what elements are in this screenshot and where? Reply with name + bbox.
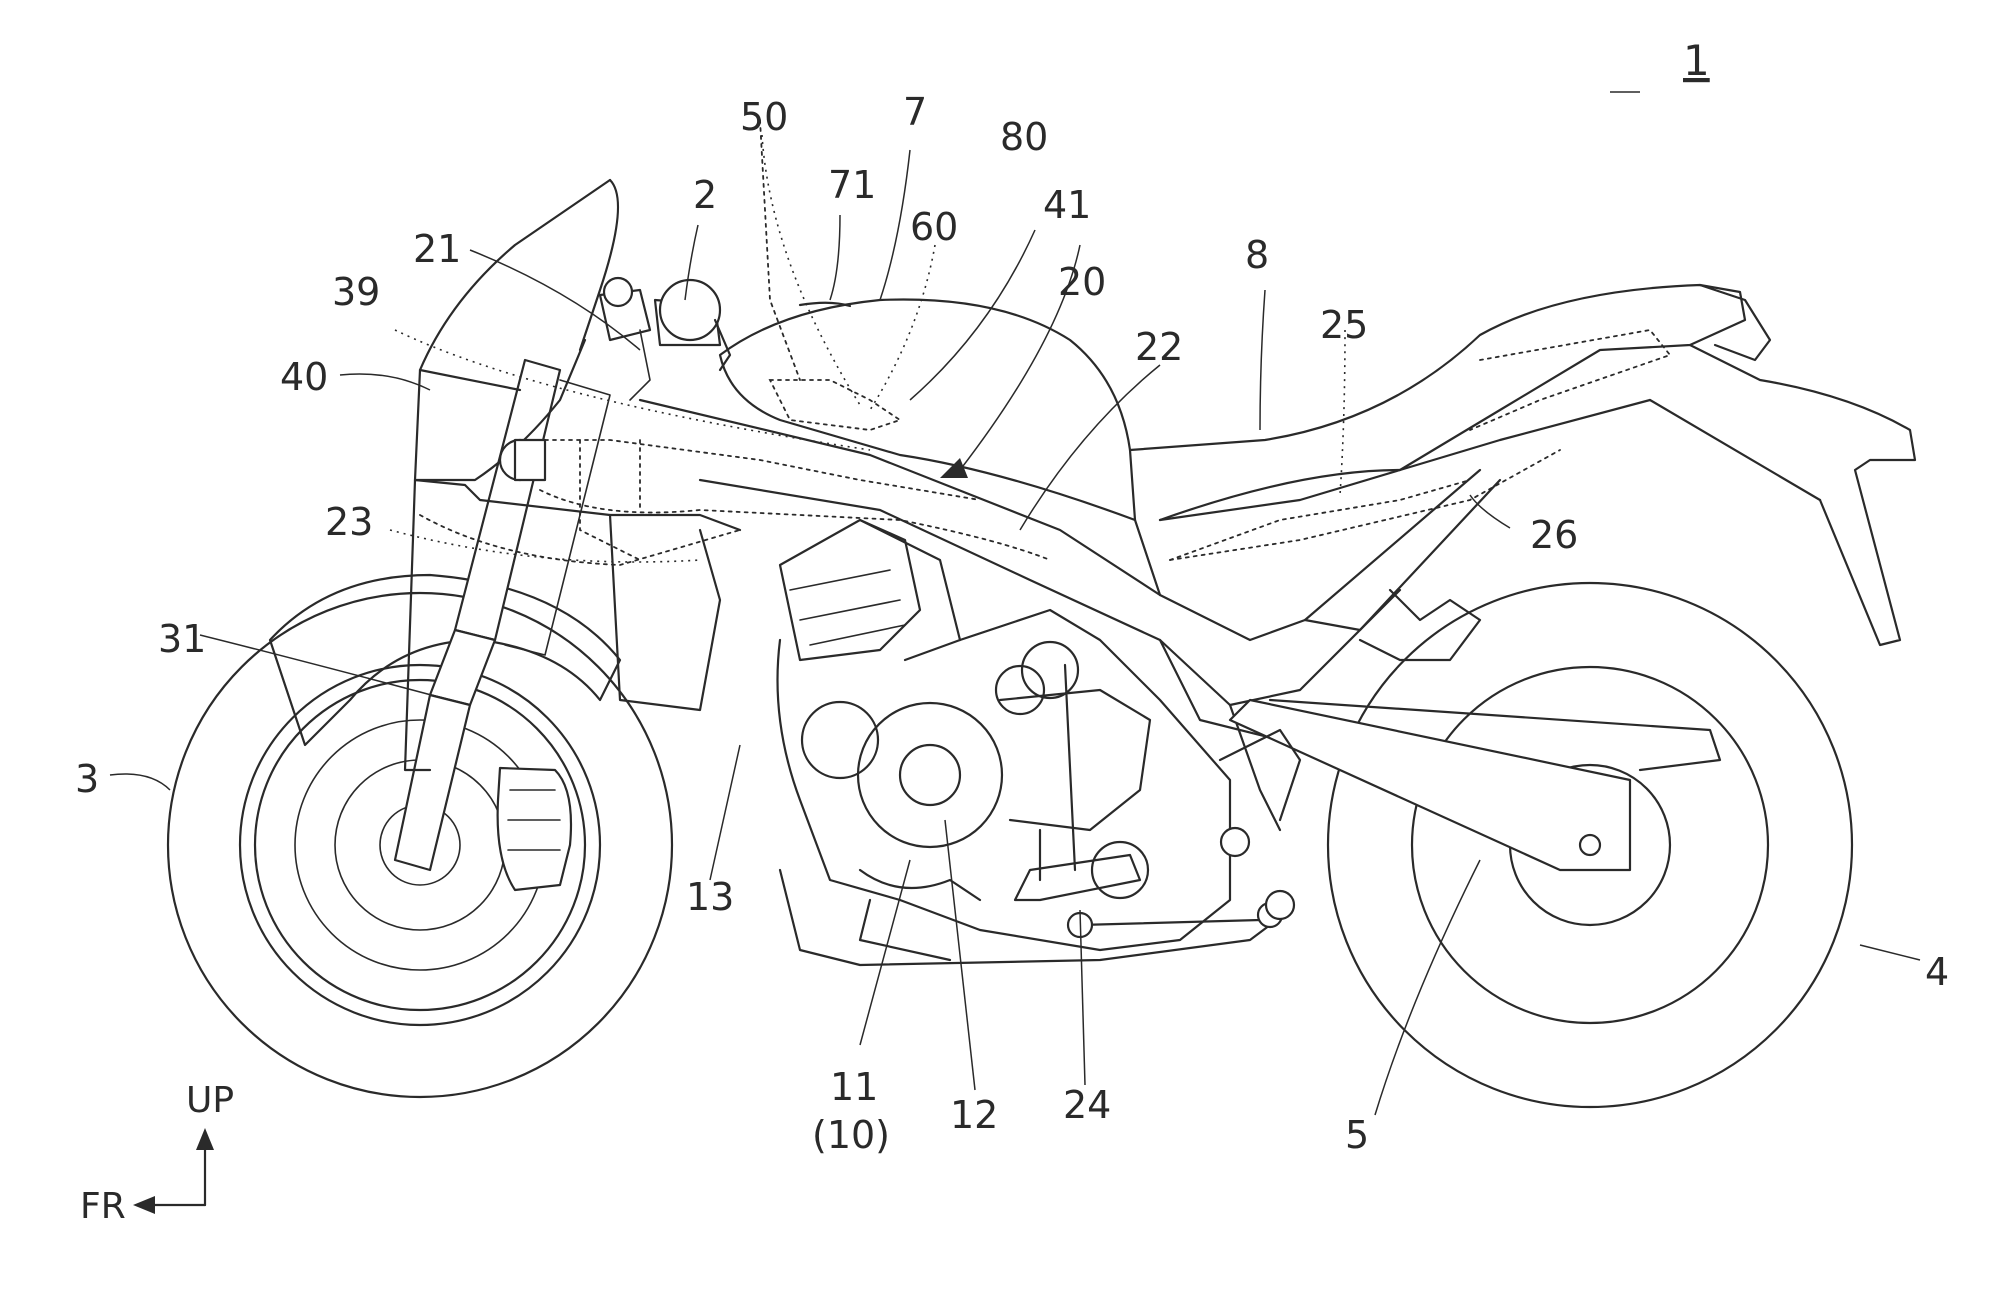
tail-section <box>1398 283 1917 647</box>
label-4: 4 <box>1925 950 1949 994</box>
label-5: 5 <box>1345 1113 1369 1157</box>
fuel-tank <box>718 298 1162 597</box>
front-label: FR <box>80 1186 126 1227</box>
reference-numerals: 1 50 7 80 71 60 41 20 2 21 39 40 8 25 22… <box>75 36 1949 1157</box>
label-8: 8 <box>1245 233 1269 277</box>
label-13: 13 <box>686 875 734 919</box>
label-60: 60 <box>910 205 958 249</box>
label-50: 50 <box>740 95 788 139</box>
up-label: UP <box>186 1080 234 1121</box>
label-20: 20 <box>1058 260 1106 304</box>
label-21: 21 <box>413 227 461 271</box>
label-10: (10) <box>812 1113 890 1157</box>
swingarm <box>1228 698 1722 872</box>
label-23: 23 <box>325 500 373 544</box>
main-frame <box>638 398 1502 832</box>
label-3: 3 <box>75 757 99 801</box>
engine <box>776 518 1232 962</box>
label-31: 31 <box>158 617 206 661</box>
label-41: 41 <box>1043 183 1091 227</box>
seat <box>1128 283 1747 522</box>
label-39: 39 <box>332 270 380 314</box>
hidden-components <box>419 119 1672 566</box>
label-40: 40 <box>280 355 328 399</box>
figure-number: 1 <box>1683 36 1710 85</box>
label-71: 71 <box>828 163 876 207</box>
label-2: 2 <box>693 173 717 217</box>
label-22: 22 <box>1135 325 1183 369</box>
front-fender <box>268 573 622 747</box>
leader-lines <box>109 91 1921 1116</box>
shift-linkage <box>1013 663 1284 939</box>
leader-lines-dashed <box>389 134 1346 563</box>
front-cowl <box>403 178 742 772</box>
brake-caliper <box>496 766 573 892</box>
rear-brackets <box>1218 588 1482 921</box>
label-12: 12 <box>950 1093 998 1137</box>
exhaust-pipe <box>778 868 1292 967</box>
rear-wheel <box>1326 581 1854 1109</box>
handlebar-assembly <box>598 276 732 401</box>
label-25: 25 <box>1320 303 1368 347</box>
label-80: 80 <box>1000 115 1048 159</box>
label-24: 24 <box>1063 1083 1111 1127</box>
orientation-indicator: UP FR <box>80 1080 234 1227</box>
label-7: 7 <box>903 90 927 134</box>
label-26: 26 <box>1530 513 1578 557</box>
label-11: 11 <box>830 1065 878 1109</box>
